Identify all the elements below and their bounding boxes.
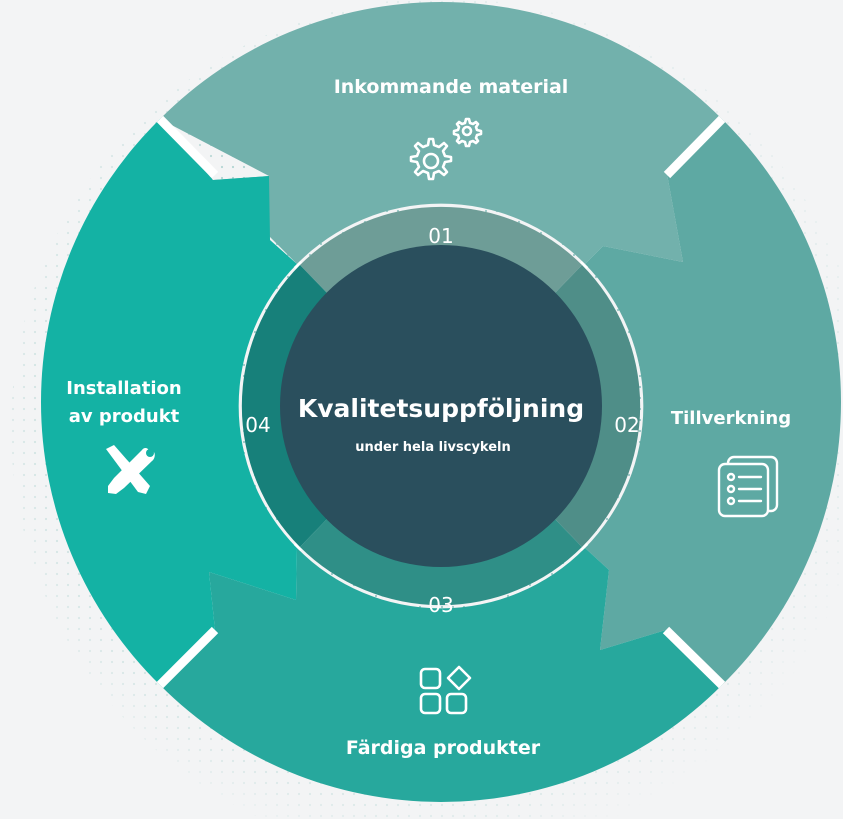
gears-icon: [409, 117, 483, 181]
inner-ring-right: [554, 265, 641, 547]
step-number-01: 01: [428, 224, 453, 248]
step-label-installation-line1: Installation: [66, 378, 181, 399]
step-label-installation-line2: av produkt: [69, 406, 180, 427]
segment-inkommande-material: [160, 2, 722, 265]
apps-grid-icon: [419, 665, 472, 715]
inner-ring-bottom: [300, 518, 582, 606]
center-title: Kvalitetsuppföljning: [298, 394, 584, 423]
step-label-fardiga-produkter: Färdiga produkter: [346, 737, 541, 759]
center-disc: [280, 245, 602, 567]
step-label-inkommande-material: Inkommande material: [334, 76, 569, 98]
inner-ring-top: [300, 206, 582, 294]
inner-ring-left: [241, 265, 328, 547]
segment-tillverkning: [585, 119, 842, 685]
segment-installation: [40, 119, 297, 685]
step-label-tillverkning: Tillverkning: [671, 408, 791, 429]
tools-icon: [106, 445, 155, 494]
center-subtitle: under hela livscykeln: [355, 440, 511, 455]
step-number-03: 03: [428, 593, 453, 617]
step-number-04: 04: [245, 413, 270, 437]
inner-ring: [241, 206, 641, 606]
step-number-02: 02: [614, 413, 639, 437]
checklist-icon: [717, 455, 779, 518]
